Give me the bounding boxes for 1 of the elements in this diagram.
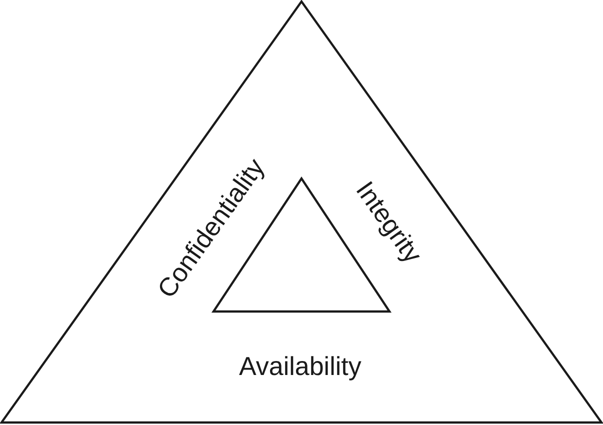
triad-label: Availability <box>239 353 362 379</box>
